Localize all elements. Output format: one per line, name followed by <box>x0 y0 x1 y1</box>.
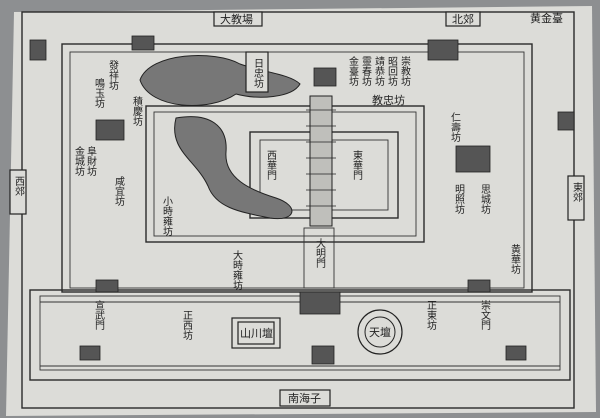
label-great-parade-ground: 大教場 <box>220 12 253 26</box>
ward-label: 思城坊 <box>479 184 491 215</box>
label-front-gate: 大明門 <box>314 237 326 269</box>
west-lake <box>174 116 293 220</box>
ward-label: 靖恭坊 <box>373 55 385 87</box>
ward-label: 崇文門 <box>479 300 491 331</box>
label-eastern-suburb: 東郊 <box>571 181 583 203</box>
ward-label: 金城坊 <box>73 145 85 177</box>
label-jiaozhong-ward: 教忠坊 <box>372 93 405 107</box>
ward-label: 小時雍坊 <box>161 196 173 237</box>
southern-city-wall <box>29 289 571 381</box>
label-northern-suburb: 北郊 <box>452 13 474 26</box>
label-east-gate: 東華門 <box>351 149 363 181</box>
label-nanhaizi: 南海子 <box>288 391 321 405</box>
ward-label: 明照坊 <box>453 184 465 215</box>
ward-label: 仁壽坊 <box>449 112 461 143</box>
ward-label: 正西坊 <box>181 310 193 341</box>
ward-label: 發祥坊 <box>107 59 119 91</box>
outer-city-wall <box>61 43 533 293</box>
ward-label: 咸宜坊 <box>113 176 125 207</box>
ward-label: 宣武門 <box>93 299 105 331</box>
ward-label: 積慶坊 <box>131 95 143 127</box>
label-golden-terrace: 黄金臺 <box>530 11 563 25</box>
label-altar-left: 山川壇 <box>240 326 273 340</box>
central-axis-road <box>303 227 335 289</box>
ward-label: 阜財坊 <box>85 145 97 177</box>
palace-tower <box>309 95 333 227</box>
altar-right-inner <box>364 316 396 348</box>
ward-label: 正東坊 <box>425 300 437 331</box>
imperial-city-wall <box>145 105 425 243</box>
ward-label: 昭回坊 <box>386 56 398 87</box>
ward-label: 崇教坊 <box>399 56 411 87</box>
ward-label: 鳴玉坊 <box>93 77 105 109</box>
label-rizhong-ward: 日忠坊 <box>252 58 264 89</box>
paper-sheet <box>6 6 596 416</box>
label-western-suburb: 西郊 <box>13 176 25 197</box>
palace-tower-floors <box>306 109 336 207</box>
inner-city-wall <box>69 51 525 289</box>
north-lake <box>139 55 301 107</box>
label-altar-right: 天壇 <box>369 325 391 339</box>
ward-label: 黄華坊 <box>509 243 521 275</box>
ward-label: 靈春坊 <box>360 56 372 87</box>
altar-left-inner <box>237 321 275 345</box>
ward-label: 金臺坊 <box>347 55 359 87</box>
ward-label: 大時雍坊 <box>231 249 243 291</box>
imperial-inner-wall <box>153 111 417 237</box>
label-west-gate: 西華門 <box>265 150 277 181</box>
gate-icons <box>29 35 575 365</box>
